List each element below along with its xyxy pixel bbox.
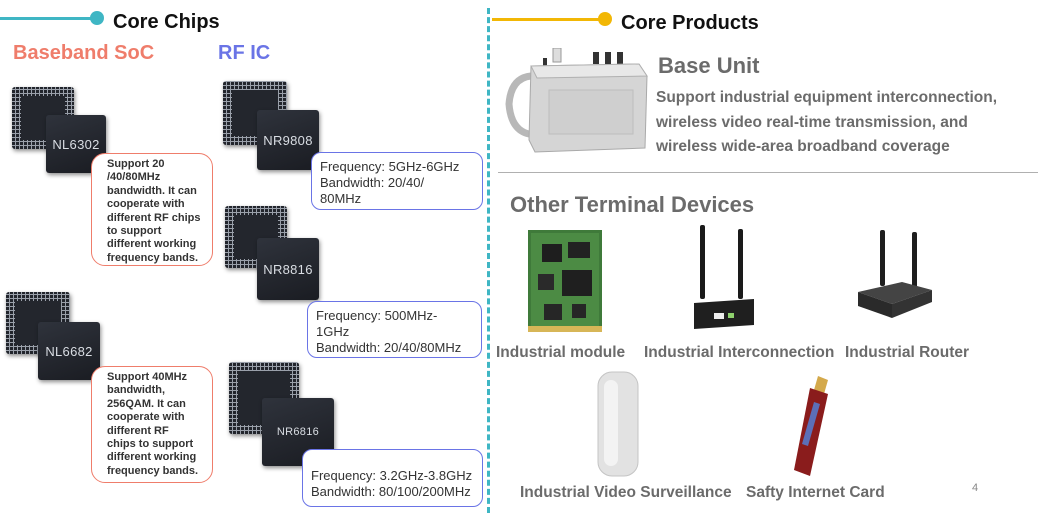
nr6816-callout: Frequency: 3.2GHz-3.8GHz Bandwidth: 80/1… [302, 449, 483, 507]
nr9808-chip-image: NR9808 [257, 110, 319, 170]
nr9808-callout-line: Frequency: 5GHz-6GHz [320, 159, 460, 174]
nl6302-callout-line: /40/80MHz [107, 171, 161, 184]
nr8816-callout-line: Bandwidth: 20/40/80MHz [316, 340, 462, 355]
safty-internet-card-label: Safty Internet Card [746, 484, 885, 501]
nl6682-callout: Support 40MHz bandwidth, 256QAM. It can … [91, 366, 213, 483]
industrial-interconnection-image [694, 225, 754, 329]
page-number: 4 [972, 482, 979, 494]
industrial-router-image [858, 230, 932, 318]
nr6816-callout-line: Bandwidth: 80/100/200MHz [311, 484, 471, 499]
core-chips-header-line [0, 17, 92, 20]
nr6816-chip-label: NR6816 [276, 426, 320, 438]
industrial-video-surveillance-image [597, 371, 639, 477]
core-products-header-dot [598, 12, 612, 26]
nl6302-callout-line: to support [107, 225, 162, 238]
nl6682-callout-line: 256QAM. It can [107, 397, 186, 410]
base-unit-image [505, 48, 648, 153]
nr8816-chip-label: NR8816 [263, 261, 313, 277]
safty-internet-card-image [794, 376, 828, 476]
nr8816-chip-image: NR8816 [257, 238, 319, 300]
rf-ic-title: RF IC [218, 42, 271, 64]
nr8816-callout-line: 1GHz [316, 324, 350, 339]
nl6302-chip-label: NL6302 [52, 136, 100, 152]
nr9808-callout-line: 80MHz [320, 191, 362, 206]
vertical-divider [487, 8, 490, 513]
nl6682-callout-line: cooperate with [107, 411, 185, 424]
industrial-video-surveillance-label: Industrial Video Surveillance [520, 484, 732, 501]
base-unit-desc-line: wireless wide-area broadband coverage [656, 138, 950, 155]
nl6682-callout-line: chips to support [107, 438, 194, 451]
nl6682-chip-label: NL6682 [45, 343, 93, 359]
nr9808-callout-line: Bandwidth: 20/40/ [320, 175, 425, 190]
nr8816-callout-line: Frequency: 500MHz- [316, 308, 438, 323]
base-unit-description: Support industrial equipment interconnec… [656, 86, 997, 160]
core-chips-header-dot [90, 11, 104, 25]
horizontal-divider [498, 172, 1038, 173]
nl6682-callout-line: different RF [107, 424, 169, 437]
core-products-header-line [492, 18, 602, 21]
industrial-router-label: Industrial Router [845, 344, 970, 361]
nl6302-callout-line: different RF chips [107, 211, 201, 224]
nl6302-callout-line: Support 20 [107, 158, 165, 170]
nr9808-chip-label: NR9808 [263, 132, 313, 148]
nr9808-callout: Frequency: 5GHz-6GHz Bandwidth: 20/40/ 8… [311, 152, 483, 210]
nl6682-callout-line: different working [107, 451, 197, 464]
nl6682-callout-line: Support 40MHz [107, 371, 188, 383]
nl6682-callout-line: bandwidth, [107, 384, 166, 397]
nl6302-callout-line: different working [107, 238, 197, 251]
base-unit-desc-line: wireless video real-time transmission, a… [656, 113, 968, 131]
base-unit-title: Base Unit [658, 53, 760, 78]
nl6302-callout-line: cooperate with [107, 198, 185, 211]
other-terminal-devices-title: Other Terminal Devices [510, 192, 755, 217]
nl6302-callout-line: frequency bands. [107, 251, 199, 264]
nr6816-callout-line: Frequency: 3.2GHz-3.8GHz [311, 468, 473, 483]
base-unit-desc-line: Support industrial equipment interconnec… [656, 89, 998, 106]
core-products-header: Core Products [621, 12, 759, 34]
nl6682-callout-line: frequency bands. [107, 464, 199, 477]
industrial-module-image [528, 230, 602, 332]
nl6302-callout-line: bandwidth. It can [107, 184, 197, 197]
nl6682-chip-image: NL6682 [38, 322, 100, 380]
baseband-soc-title: Baseband SoC [13, 42, 155, 64]
nr9808-chip-back-image [223, 81, 287, 145]
nr8816-callout: Frequency: 500MHz- 1GHz Bandwidth: 20/40… [307, 301, 482, 358]
core-chips-header: Core Chips [113, 11, 220, 33]
nl6302-callout: Support 20 /40/80MHz bandwidth. It can c… [91, 153, 213, 266]
industrial-interconnection-label: Industrial Interconnection [644, 344, 835, 361]
industrial-module-label: Industrial module [496, 344, 626, 361]
